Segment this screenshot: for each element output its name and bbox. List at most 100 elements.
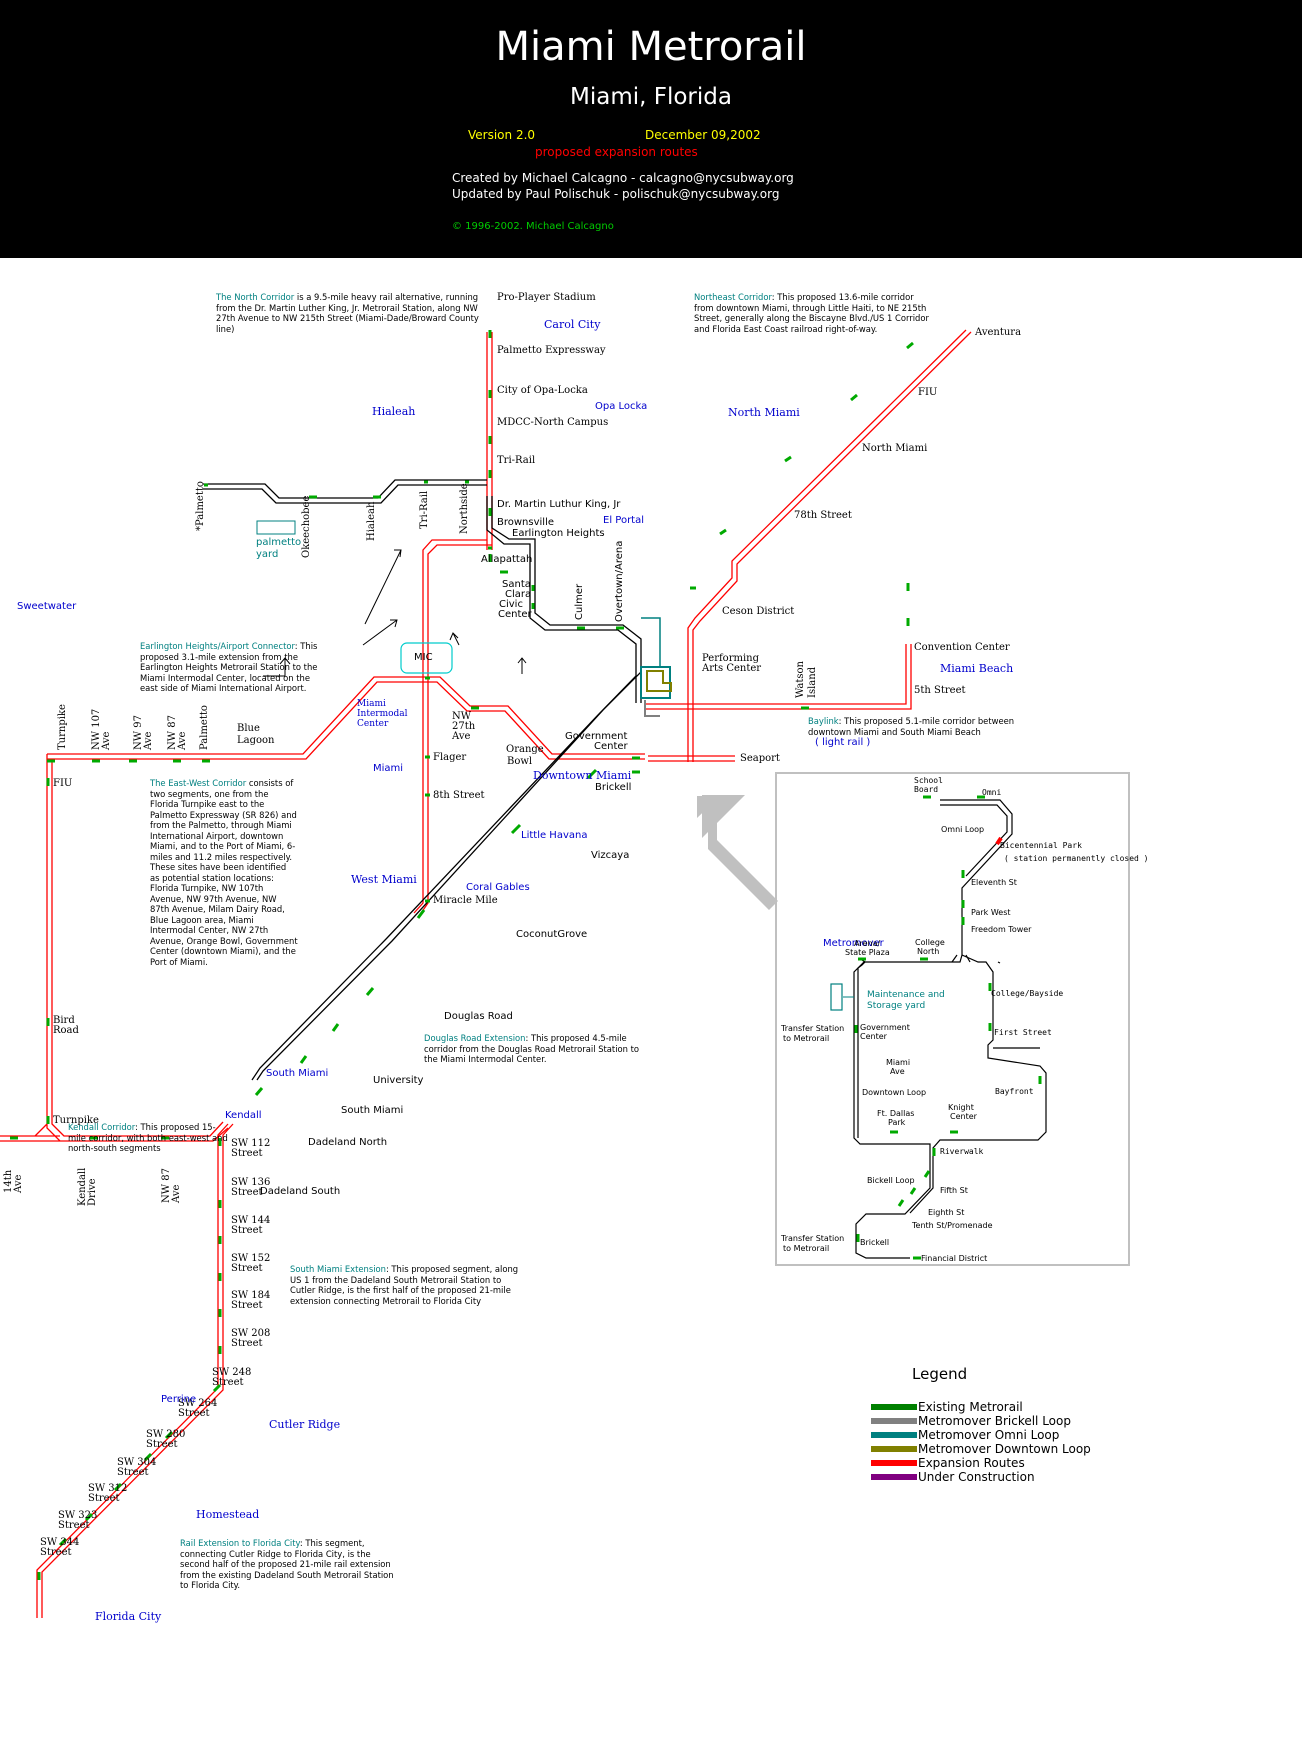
mm-freedom-tower: Freedom Tower [971,925,1032,934]
station-palmetto-branch: *Palmetto [195,481,206,531]
area-homestead: Homestead [196,1508,260,1521]
mm-miami-ave-1: Miami [886,1058,911,1067]
mm-ft-dallas-2: Park [888,1118,906,1127]
area-miami: Miami [373,763,404,774]
station-blue-lagoon-2: Lagoon [237,735,275,746]
mm-transfer-2b: to Metrorail [783,1244,830,1253]
mm-ft-dallas-1: Ft. Dallas [877,1109,915,1118]
station-palmetto-expressway: Palmetto Expressway [497,345,606,356]
station-nw107-2: Ave [101,731,112,750]
station-sw136-1: SW 136 [231,1177,271,1188]
station-sw323-2: Street [58,1520,90,1531]
downtown-loop-downtown [646,670,672,692]
station-14th-2: Ave [13,1174,24,1193]
station-pro-player-stadium: Pro-Player Stadium [497,292,596,303]
station-sw312-2: Street [88,1493,120,1504]
station-government-center-1: Government [565,731,628,742]
note-northeast-corridor: Northeast Corridor: This proposed 13.6-m… [694,292,929,334]
station-8th-street: 8th Street [433,790,485,801]
map-subtitle: Miami, Florida [570,84,732,110]
station-sw304-1: SW 304 [117,1457,157,1468]
station-north-miami: North Miami [862,443,928,454]
note-north-corridor: The North Corridor is a 9.5-mile heavy r… [216,292,479,334]
palmetto-branch-line [203,479,487,504]
copyright: © 1996-2002. Michael Calcagno [452,221,614,232]
station-douglas-road: Douglas Road [444,1011,513,1022]
station-brownsville: Brownsville [497,517,555,528]
mm-park-west: Park West [971,908,1011,917]
mm-brickell: Brickell [860,1238,890,1247]
station-sw304-2: Street [117,1467,149,1478]
station-santa-clara-2: Clara [505,589,532,600]
station-civic-center-2: Center [498,609,532,620]
proposed-label: proposed expansion routes [535,145,698,159]
station-tri-rail: Tri-Rail [497,455,536,466]
station-watson-island-2: Island [807,666,818,698]
maintenance-yard-box [830,983,843,1011]
note-baylink-light-rail: ( light rail ) [815,737,871,748]
mm-station-closed: ( station permanently closed ) [1004,854,1149,863]
station-sw152-2: Street [231,1263,263,1274]
label-miami-intermodal-3: Center [357,719,389,729]
station-brickell: Brickell [595,782,632,793]
area-miami-beach: Miami Beach [940,662,1014,675]
station-university: University [373,1075,424,1086]
station-watson-island-1: Watson [795,661,806,698]
note-south-miami-extension: South Miami Extension: This proposed seg… [290,1264,519,1306]
metromover-pointer-arrow [697,796,778,910]
station-fiu-ne: FIU [918,387,938,398]
legend-existing: Existing Metrorail [918,1400,1023,1414]
legend-swatches [871,1404,917,1480]
station-okeechobee: Okeechobee [301,495,312,558]
station-earlington-heights: Earlington Heights [512,528,605,539]
seaport-line [648,755,735,762]
station-turnpike-kendall: Turnpike [53,1115,99,1126]
station-sw248-2: Street [212,1377,244,1388]
route-lines [0,329,1130,1618]
mm-college-north-2: North [917,947,940,956]
station-sw312-1: SW 312 [88,1483,128,1494]
station-aventura: Aventura [975,327,1022,338]
station-sw264-2: Street [178,1408,210,1419]
created-credit: Created by Michael Calcagno - calcagno@n… [452,171,794,185]
station-bird-road-2: Road [53,1025,79,1036]
header-banner: Miami Metrorail Miami, Florida Version 2… [0,0,1302,258]
station-coconut-grove: CoconutGrove [516,929,588,940]
mm-fifth-st: Fifth St [940,1186,968,1195]
station-sw112-2: Street [231,1148,263,1159]
mm-transfer-1a: Transfer Station [781,1024,845,1033]
station-78th-street: 78th Street [794,510,852,521]
station-orange-bowl-1: Orange [506,744,544,755]
mm-arena-2: State Plaza [845,948,890,957]
station-allapattah: Allapattah [481,554,533,565]
mm-downtown-loop: Downtown Loop [862,1088,927,1097]
note-earlington-connector: Earlington Heights/Airport Connector: Th… [140,641,318,693]
station-sw280-2: Street [146,1439,178,1450]
area-metromover: Metromover [823,938,884,949]
station-santa-clara-1: Santa [502,579,531,590]
station-civic-center-1: Civic [499,599,523,610]
station-dadeland-north: Dadeland North [308,1137,388,1148]
station-sw144-1: SW 144 [231,1215,271,1226]
mm-miami-ave-2: Ave [890,1067,905,1076]
station-mic: MIC [414,652,433,663]
label-palmetto-yard-1: palmetto [256,537,302,548]
station-mlk: Dr. Martin Luthur King, Jr [497,499,621,510]
label-miami-intermodal-2: Intermodal [357,709,408,719]
station-seaport: Seaport [740,753,780,764]
station-nw87-2: Ave [177,731,188,750]
metrorail-main-line [251,496,642,1081]
station-nw27-1: NW [452,711,472,722]
brickell-loop-downtown [644,700,660,717]
mm-government-center-2: Center [860,1032,887,1041]
station-palmetto-ew: Palmetto [199,705,210,750]
area-coral-gables: Coral Gables [466,882,530,893]
station-sw264-1: SW 264 [178,1398,218,1409]
station-northside: Northside [459,483,470,534]
east-west-line [47,676,645,760]
mm-bickell-loop: Bickell Loop [867,1176,915,1185]
area-perrine: Perrine [161,1394,197,1405]
note-baylink: Baylink: This proposed 5.1-mile corridor… [808,716,1015,737]
area-carol-city: Carol City [544,318,601,331]
station-kendall-drive-2: Drive [87,1178,98,1206]
